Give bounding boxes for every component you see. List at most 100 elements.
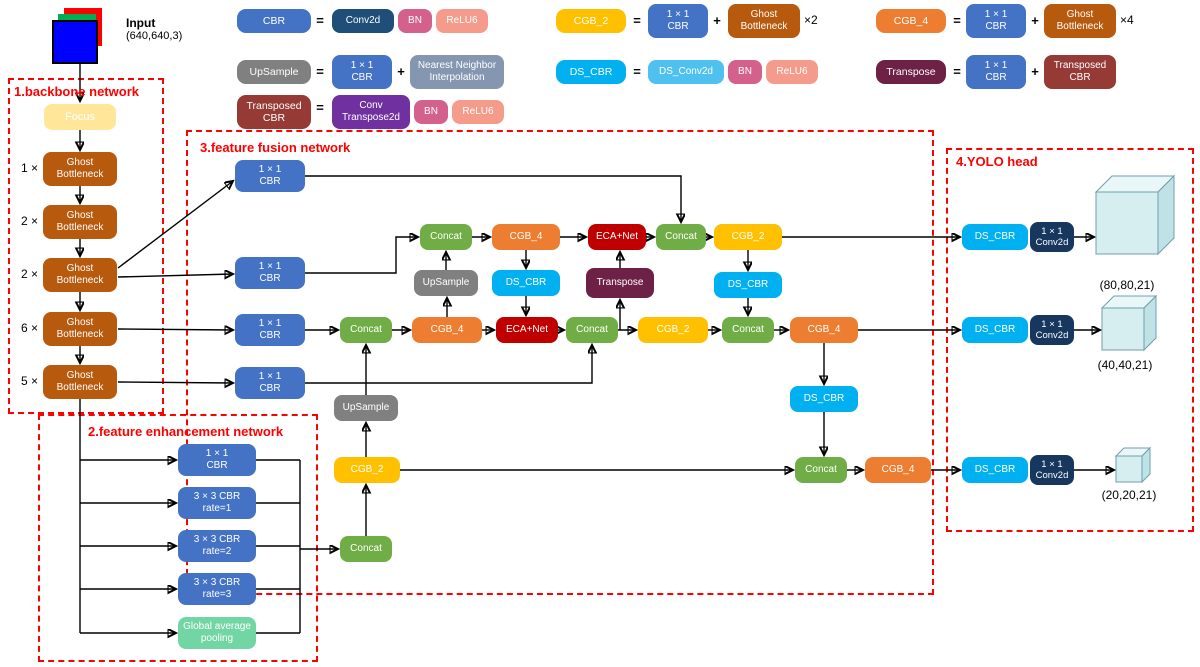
enh-cbr-3x3-rate1: 3 × 3 CBR rate=1 [178, 487, 256, 519]
head-conv-1: 1 × 1 Conv2d [1030, 222, 1074, 252]
cgb4-mid: CGB_4 [412, 317, 482, 343]
cgb2-top: CGB_2 [714, 224, 782, 250]
ds-cbr-down: DS_CBR [790, 386, 858, 412]
enh-cbr-3x3-rate3: 3 × 3 CBR rate=3 [178, 573, 256, 605]
multiplier-label-1: 1 × [20, 161, 38, 175]
input-label: Input (640,640,3) [126, 16, 182, 42]
input-channel-blue [52, 20, 98, 64]
concat-mid-3: Concat [722, 317, 774, 343]
ds-cbr-right: DS_CBR [714, 272, 782, 298]
head-conv-3: 1 × 1 Conv2d [1030, 455, 1074, 485]
enh-cbr-1x1: 1 × 1 CBR [178, 444, 256, 476]
multiplier-label-5: 5 × [20, 374, 38, 388]
legend-relu6-block-2: ReLU6 [766, 60, 818, 84]
legend-nearest-neighbor-block: Nearest Neighbor Interpolation [410, 55, 504, 89]
focus-block: Focus [44, 104, 116, 130]
lateral-cbr-3: 1 × 1 CBR [235, 314, 305, 346]
concat-out-low: Concat [795, 457, 847, 483]
head-conv-2: 1 × 1 Conv2d [1030, 315, 1074, 345]
concat-top-1: Concat [420, 224, 472, 250]
legend-cgb4-chip: CGB_4 [876, 9, 946, 33]
legend-cgb4-multiplier: ×4 [1120, 13, 1134, 27]
plus-sign: + [397, 64, 405, 79]
ghost-bottleneck-3: Ghost Bottleneck [43, 258, 117, 292]
ghost-bottleneck-1: Ghost Bottleneck [43, 152, 117, 186]
concat-enhance: Concat [340, 536, 392, 562]
ghost-bottleneck-4: Ghost Bottleneck [43, 312, 117, 346]
head-ds-cbr-2: DS_CBR [962, 317, 1028, 343]
ghost-bottleneck-2: Ghost Bottleneck [43, 205, 117, 239]
concat-top-2: Concat [656, 224, 706, 250]
yolo-head-group [946, 148, 1194, 532]
lateral-cbr-4: 1 × 1 CBR [235, 367, 305, 399]
enh-cbr-3x3-rate2: 3 × 3 CBR rate=2 [178, 530, 256, 562]
equals-sign: = [633, 13, 641, 28]
output-tensor-cube-3 [1114, 446, 1152, 484]
plus-sign: + [713, 13, 721, 28]
legend-cgb4-ghost-block: Ghost Bottleneck [1044, 4, 1116, 38]
upsample-low: UpSample [334, 395, 398, 421]
head-ds-cbr-3: DS_CBR [962, 457, 1028, 483]
ghost-bottleneck-5: Ghost Bottleneck [43, 365, 117, 399]
enhancement-group [38, 414, 318, 662]
input-shape: (640,640,3) [126, 30, 183, 42]
fusion-title: 3.feature fusion network [200, 140, 351, 155]
equals-sign: = [316, 100, 324, 115]
equals-sign: = [953, 64, 961, 79]
equals-sign: = [953, 13, 961, 28]
enh-global-avg-pooling: Global average pooling [178, 617, 256, 649]
cgb4-out-low: CGB_4 [865, 457, 931, 483]
output-tensor-cube-2 [1100, 294, 1158, 352]
legend-cgb2-chip: CGB_2 [556, 9, 626, 33]
legend-cgb2-cbr-block: 1 × 1 CBR [648, 4, 708, 38]
legend-conv2d-block: Conv2d [332, 9, 394, 33]
input-title: Input [126, 16, 156, 30]
legend-cgb2-ghost-block: Ghost Bottleneck [728, 4, 800, 38]
cgb4-mid-2: CGB_4 [790, 317, 858, 343]
legend-bn-block-1: BN [398, 9, 432, 33]
equals-sign: = [316, 64, 324, 79]
backbone-title: 1.backbone network [14, 84, 139, 99]
output-shape-3: (20,20,21) [1101, 488, 1157, 502]
output-shape-2: (40,40,21) [1097, 358, 1153, 372]
plus-sign: + [1031, 64, 1039, 79]
output-tensor-cube-1 [1094, 174, 1176, 256]
eca-net-mid: ECA+Net [496, 317, 558, 343]
input-image-icon [52, 8, 152, 66]
legend-dscbr-chip: DS_CBR [556, 60, 626, 84]
fusion-group [186, 130, 934, 595]
legend-transposed-cbr-chip: Transposed CBR [237, 95, 311, 129]
legend-upsample-chip: UpSample [237, 60, 311, 84]
transpose-block: Transpose [586, 268, 654, 298]
legend-bn-block-2: BN [728, 60, 762, 84]
legend-transposed-cbr-block: Transposed CBR [1044, 55, 1116, 89]
lateral-cbr-2: 1 × 1 CBR [235, 257, 305, 289]
legend-cgb4-cbr-block: 1 × 1 CBR [966, 4, 1026, 38]
yolo-head-title: 4.YOLO head [956, 154, 1038, 169]
legend-cbr-chip: CBR [237, 9, 311, 33]
legend-cgb2-multiplier: ×2 [804, 13, 818, 27]
cgb2-mid: CGB_2 [638, 317, 708, 343]
multiplier-label-4: 6 × [20, 321, 38, 335]
multiplier-label-3: 2 × [20, 267, 38, 281]
cgb4-top: CGB_4 [492, 224, 560, 250]
concat-mid-1: Concat [340, 317, 392, 343]
ds-cbr-top: DS_CBR [492, 270, 560, 296]
legend-transpose-chip: Transpose [876, 60, 946, 84]
multiplier-label-2: 2 × [20, 214, 38, 228]
legend-dsconv2d-block: DS_Conv2d [648, 60, 724, 84]
legend-bn-block-3: BN [414, 100, 448, 124]
legend-relu6-block-1: ReLU6 [436, 9, 488, 33]
equals-sign: = [633, 64, 641, 79]
eca-net-top: ECA+Net [588, 224, 646, 250]
cgb2-low: CGB_2 [334, 457, 400, 483]
concat-mid-2: Concat [566, 317, 618, 343]
upsample-top: UpSample [414, 270, 478, 296]
legend-relu6-block-3: ReLU6 [452, 100, 504, 124]
head-ds-cbr-1: DS_CBR [962, 224, 1028, 250]
backbone-group [8, 78, 164, 414]
enhancement-title: 2.feature enhancement network [88, 424, 284, 439]
plus-sign: + [1031, 13, 1039, 28]
